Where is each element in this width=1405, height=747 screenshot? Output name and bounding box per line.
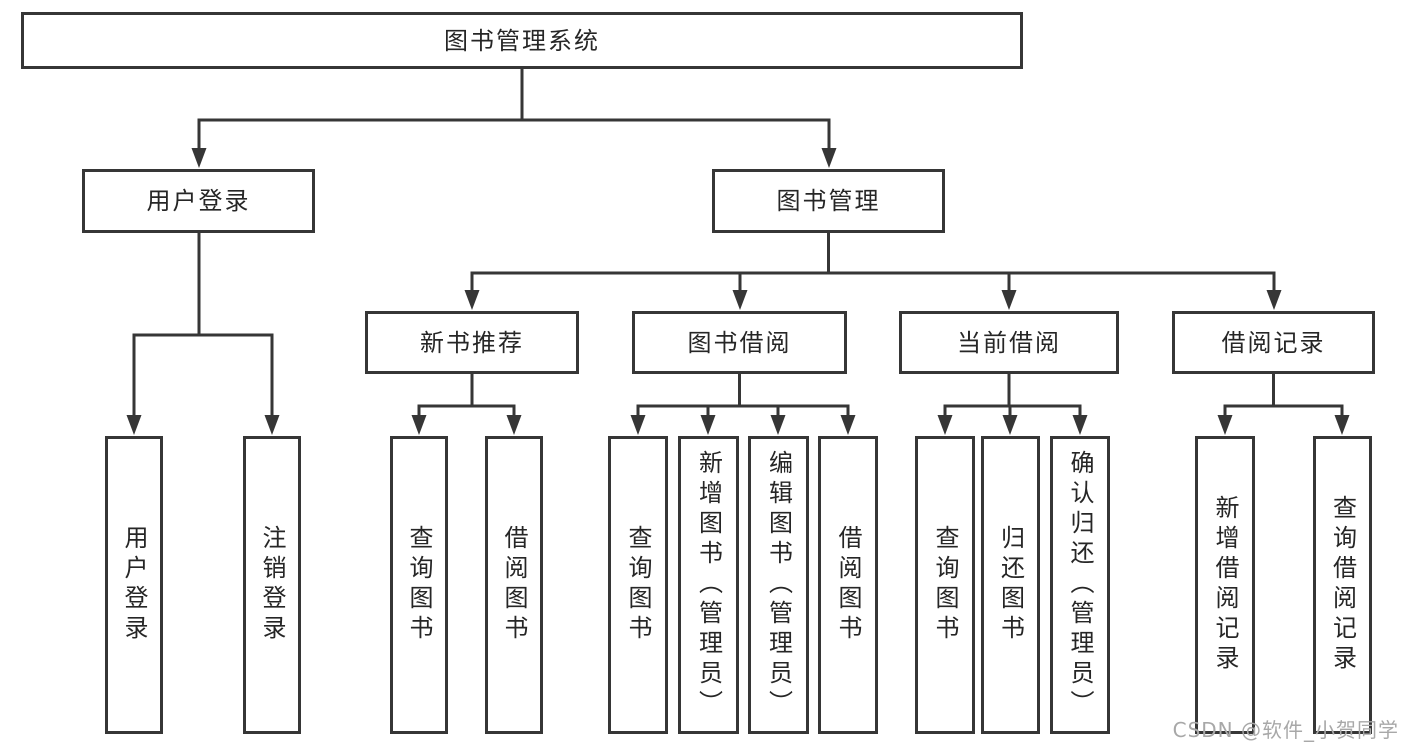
- arrowhead-icon: [821, 148, 837, 168]
- node-new-book-recommend: 新书推荐: [365, 311, 579, 374]
- node-label: 新书推荐: [420, 328, 524, 357]
- leaf-return-book: 归还图书: [981, 436, 1040, 734]
- arrowhead-icon: [1072, 415, 1088, 435]
- leaf-add-borrow-record: 新增借阅记录: [1195, 436, 1255, 734]
- node-label: 查询图书: [624, 525, 652, 645]
- arrowhead-icon: [411, 415, 427, 435]
- node-label: 归还图书: [996, 525, 1025, 645]
- arrowhead-icon: [700, 415, 716, 435]
- node-label: 查询图书: [405, 525, 433, 645]
- arrowhead-icon: [840, 415, 856, 435]
- arrowhead-icon: [1266, 290, 1282, 310]
- arrowhead-icon: [506, 415, 522, 435]
- leaf-user-login: 用户登录: [105, 436, 163, 734]
- arrowheads: [126, 148, 1350, 435]
- leaf-query-books-recommend: 查询图书: [390, 436, 448, 734]
- connector-user-login: [132, 233, 274, 417]
- arrowhead-icon: [1334, 415, 1350, 435]
- node-book-management: 图书管理: [712, 169, 945, 233]
- node-label: 借阅记录: [1221, 328, 1326, 357]
- connector-borrow-records: [1223, 374, 1344, 417]
- connector-root: [197, 68, 831, 150]
- connector-current-borrow: [943, 374, 1082, 417]
- connector-book-management: [470, 233, 1276, 292]
- arrowhead-icon: [1217, 415, 1233, 435]
- watermark-text: CSDN @软件_小贺同学: [1172, 718, 1399, 742]
- leaf-query-books-current: 查询图书: [915, 436, 975, 734]
- arrowhead-icon: [1002, 415, 1018, 435]
- leaf-query-books-borrow: 查询图书: [608, 436, 668, 734]
- node-label: 新增借阅记录: [1211, 495, 1239, 675]
- leaf-logout: 注销登录: [243, 436, 301, 734]
- arrowhead-icon: [264, 415, 280, 435]
- node-book-borrow: 图书借阅: [632, 311, 847, 374]
- arrowhead-icon: [464, 290, 480, 310]
- node-label: 新增图书（管理员）: [694, 450, 723, 720]
- node-label: 注销登录: [258, 525, 286, 645]
- arrowhead-icon: [732, 290, 748, 310]
- arrowhead-icon: [1001, 290, 1017, 310]
- leaf-borrow-books-borrow: 借阅图书: [818, 436, 878, 734]
- connector-book-borrow: [636, 374, 850, 417]
- leaf-query-borrow-record: 查询借阅记录: [1313, 436, 1372, 734]
- node-label: 确认归还（管理员）: [1066, 450, 1094, 720]
- arrowhead-icon: [770, 415, 786, 435]
- connector-new-book-recommend: [417, 374, 516, 417]
- node-label: 用户登录: [146, 187, 251, 215]
- node-label: 图书管理: [776, 187, 881, 215]
- node-label: 编辑图书（管理员）: [764, 450, 793, 720]
- node-label: 图书管理系统: [444, 26, 600, 55]
- node-label: 查询借阅记录: [1328, 495, 1357, 675]
- leaf-confirm-return-admin: 确认归还（管理员）: [1050, 436, 1110, 734]
- leaf-borrow-books-recommend: 借阅图书: [485, 436, 543, 734]
- connector-strokes: [132, 68, 1344, 417]
- leaf-edit-book-admin: 编辑图书（管理员）: [748, 436, 809, 734]
- node-label: 查询图书: [931, 525, 959, 645]
- node-label: 借阅图书: [500, 525, 528, 645]
- arrowhead-icon: [630, 415, 646, 435]
- node-current-borrow: 当前借阅: [899, 311, 1119, 374]
- node-library-management-system: 图书管理系统: [21, 12, 1023, 69]
- node-label: 借阅图书: [834, 525, 862, 645]
- node-label: 图书借阅: [687, 328, 792, 357]
- arrowhead-icon: [191, 148, 207, 168]
- node-user-login: 用户登录: [82, 169, 315, 233]
- node-borrow-records: 借阅记录: [1172, 311, 1375, 374]
- node-label: 当前借阅: [957, 328, 1061, 357]
- leaf-add-book-admin: 新增图书（管理员）: [678, 436, 739, 734]
- arrowhead-icon: [937, 415, 953, 435]
- node-label: 用户登录: [120, 525, 148, 645]
- arrowhead-icon: [126, 415, 142, 435]
